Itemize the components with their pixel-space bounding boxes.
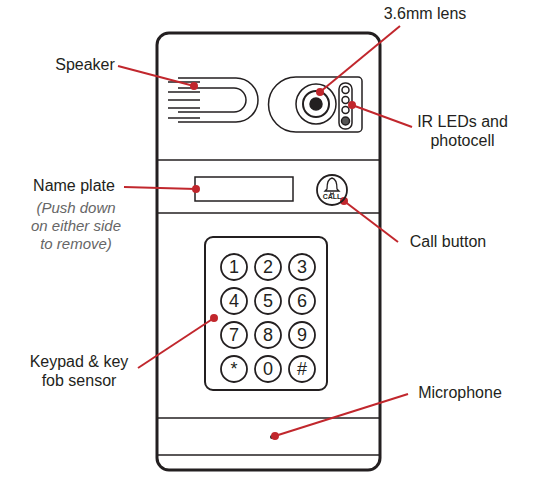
- key-label: 8: [254, 321, 282, 344]
- key-label: 9: [288, 321, 316, 344]
- button-ring: [255, 322, 281, 348]
- keypad-key: 0: [254, 355, 282, 383]
- button-ring: [317, 175, 347, 205]
- camera-housing: [269, 77, 362, 132]
- button-ring: [289, 322, 315, 348]
- callout-label: Keypad & key fob sensor: [22, 352, 136, 390]
- keypad-key: 1: [220, 253, 248, 281]
- callout-label: Call button: [398, 232, 498, 251]
- speaker-grille: [168, 78, 258, 122]
- leader-lines: [118, 26, 412, 439]
- callout-label: Microphone: [405, 383, 515, 402]
- button-caption: CALL: [316, 174, 348, 200]
- keypad-key: 9: [288, 321, 316, 349]
- button-ring: [221, 288, 247, 314]
- keypad-key: #: [288, 355, 316, 383]
- keypad-key: 8: [254, 321, 282, 349]
- name-plate: [195, 177, 293, 201]
- keypad-key: 7: [220, 321, 248, 349]
- key-label: *: [220, 355, 248, 378]
- button-ring: [255, 356, 281, 382]
- key-label: 5: [254, 287, 282, 310]
- key-label: 3: [288, 253, 316, 276]
- callout-label: IR LEDs and photocell: [405, 112, 520, 150]
- keypad-key: 6: [288, 287, 316, 315]
- key-label: 4: [220, 287, 248, 310]
- keypad-key: 4: [220, 287, 248, 315]
- button-ring: [289, 288, 315, 314]
- button-ring: [255, 288, 281, 314]
- key-label: 2: [254, 253, 282, 276]
- callout-label: Speaker: [50, 55, 120, 74]
- callout-label: Name plate: [24, 176, 124, 195]
- instruction-note: (Push down on either side to remove): [26, 199, 126, 253]
- panel-housing: [157, 33, 380, 470]
- keypad-key: *: [220, 355, 248, 383]
- button-ring: [221, 322, 247, 348]
- keypad-panel: [205, 237, 327, 390]
- callout-label: 3.6mm lens: [370, 4, 480, 23]
- key-label: 7: [220, 321, 248, 344]
- button-ring: [221, 254, 247, 280]
- button-ring: [255, 254, 281, 280]
- keypad-key: 3: [288, 253, 316, 281]
- panel-seam: [158, 454, 379, 456]
- key-label: 0: [254, 355, 282, 378]
- button-ring: [221, 356, 247, 382]
- key-label: 1: [220, 253, 248, 276]
- keypad-key: 2: [254, 253, 282, 281]
- button-ring: [289, 356, 315, 382]
- call-button: CALL: [316, 174, 348, 206]
- bell-icon: [325, 178, 339, 194]
- key-label: 6: [288, 287, 316, 310]
- key-label: #: [288, 355, 316, 378]
- button-ring: [289, 254, 315, 280]
- button-outline: [316, 174, 348, 206]
- keypad-key: 5: [254, 287, 282, 315]
- panel-seam: [158, 159, 379, 161]
- panel-seam: [158, 417, 379, 419]
- panel-seam: [158, 212, 379, 214]
